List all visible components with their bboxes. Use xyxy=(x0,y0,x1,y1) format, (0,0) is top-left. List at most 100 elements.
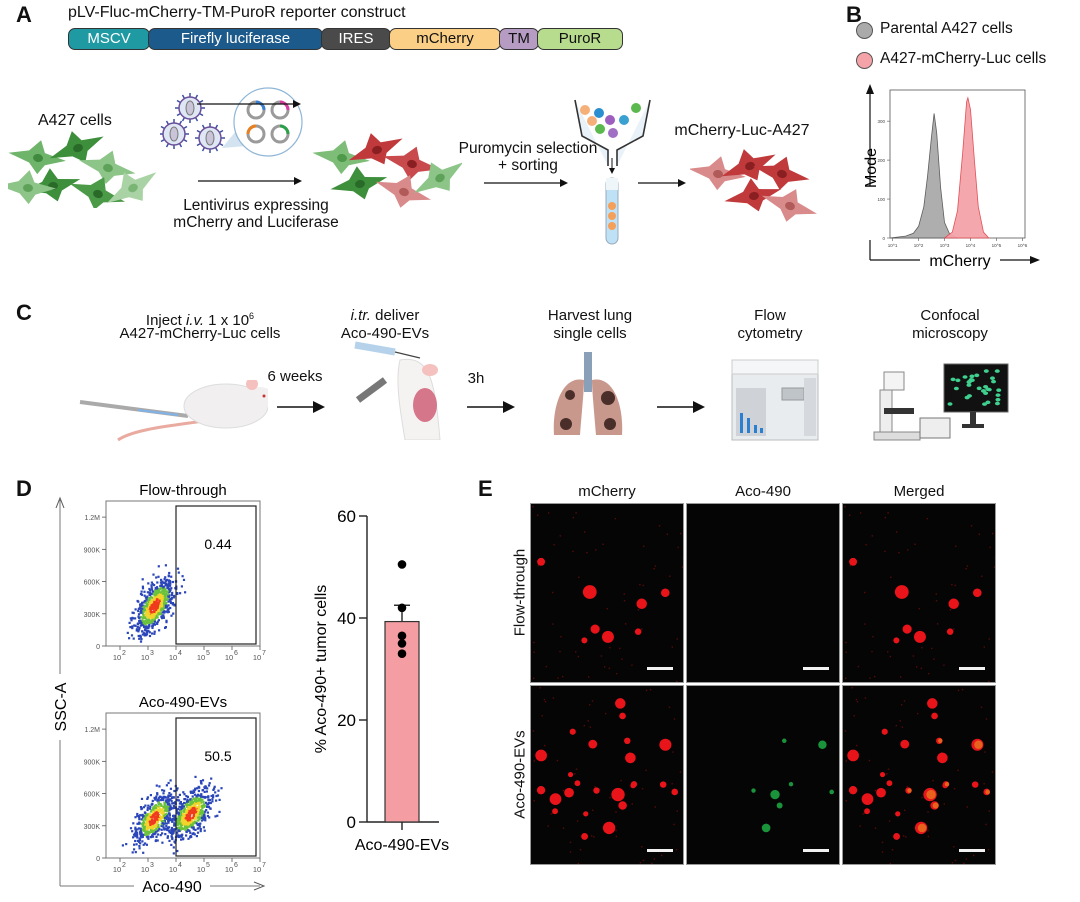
flow-event xyxy=(145,820,148,823)
flow-event xyxy=(128,621,131,624)
speck xyxy=(579,849,582,851)
flow-event xyxy=(134,624,137,627)
flow-event xyxy=(182,837,185,840)
flow-event xyxy=(150,808,153,811)
flow-event xyxy=(140,832,143,835)
flow-event xyxy=(153,604,156,607)
transduction-arrow xyxy=(197,100,301,108)
x-tick-base: 10 xyxy=(253,865,261,874)
flow-event xyxy=(146,621,149,624)
flow-event xyxy=(142,822,145,825)
flow-event xyxy=(185,834,188,837)
speck xyxy=(899,720,902,722)
flow-event xyxy=(197,809,200,812)
flow-event xyxy=(206,814,209,818)
flow-event xyxy=(155,784,158,787)
mcherry-cell xyxy=(893,832,901,840)
flow-event xyxy=(165,817,168,820)
mcherry-cell xyxy=(581,637,588,644)
flow-event xyxy=(155,614,158,617)
flow-event xyxy=(157,829,160,832)
flow-event xyxy=(182,810,185,813)
flow-event xyxy=(161,789,164,792)
flow-event xyxy=(160,593,163,597)
flow-event xyxy=(163,588,166,591)
flow-event xyxy=(138,626,141,629)
monitor-cell xyxy=(995,397,1001,402)
speck xyxy=(587,676,590,678)
flow-event xyxy=(138,837,141,840)
flow-event xyxy=(210,777,213,780)
flow-event xyxy=(190,808,193,811)
flow-event xyxy=(194,820,197,823)
flow-event xyxy=(156,805,159,808)
flow-event xyxy=(173,594,176,597)
flow-event xyxy=(159,818,162,821)
mcherry-cell xyxy=(611,787,625,802)
flow-event xyxy=(165,619,168,622)
y-tick-label: 300K xyxy=(84,824,101,831)
mcherry-cell xyxy=(946,628,954,635)
flow-event xyxy=(154,817,157,820)
flow-event xyxy=(200,816,204,819)
flow-event xyxy=(150,813,153,816)
flow-event xyxy=(140,797,144,800)
flow-event xyxy=(154,598,157,601)
flow-event xyxy=(156,793,159,796)
flow-event xyxy=(192,814,195,818)
flow-event xyxy=(133,834,136,837)
speck xyxy=(864,697,867,699)
flow-event xyxy=(157,802,160,805)
monitor-cell xyxy=(991,379,997,384)
flow-event xyxy=(150,596,153,599)
flow-event xyxy=(183,816,186,819)
flow-event xyxy=(196,800,199,803)
speck xyxy=(981,575,983,577)
row-label-flow-through: Flow-through xyxy=(511,548,529,637)
flow-event xyxy=(142,601,145,604)
flow-event xyxy=(164,626,167,629)
flow-event xyxy=(150,616,153,619)
flow-event xyxy=(140,638,143,641)
speck xyxy=(916,712,919,715)
flow-event xyxy=(167,803,170,806)
flow-event xyxy=(171,830,174,833)
flow-event xyxy=(151,803,154,806)
confocal-image-aco-490-evs-mcherry xyxy=(530,685,684,865)
speck xyxy=(887,512,889,514)
flow-event xyxy=(198,825,201,828)
speck xyxy=(961,688,964,691)
dose-text: 1 x 10 xyxy=(204,312,250,329)
flow-event xyxy=(164,599,167,602)
flow-event xyxy=(186,811,189,815)
speck xyxy=(965,858,968,860)
aco490-signal xyxy=(776,802,783,809)
flow-event xyxy=(144,842,147,845)
flow-event xyxy=(213,785,216,788)
flow-event xyxy=(183,807,186,810)
speck xyxy=(899,676,902,678)
flow-event xyxy=(174,815,177,818)
flow-event xyxy=(142,613,145,616)
aco490-axis-label: Aco-490 xyxy=(142,879,202,896)
flow-event xyxy=(183,808,186,811)
flow-event xyxy=(155,599,158,602)
flow-event xyxy=(156,825,160,829)
flow-event xyxy=(146,622,149,625)
mcherry-cell xyxy=(881,728,888,735)
flow-event xyxy=(161,811,164,814)
flow-event xyxy=(160,808,163,811)
flow-event xyxy=(191,807,194,810)
flow-event xyxy=(189,813,192,816)
flow-event xyxy=(141,587,145,590)
flow-event xyxy=(149,610,152,613)
flow-event xyxy=(183,793,186,796)
bar-y-tick-label: 60 xyxy=(337,507,356,526)
flow-event xyxy=(182,578,186,581)
flow-event xyxy=(159,604,162,607)
flow-event xyxy=(182,822,185,825)
flow-event xyxy=(161,832,164,835)
confocal-image-aco-490-evs-merged xyxy=(842,685,996,865)
flow-event xyxy=(161,597,164,600)
speck xyxy=(679,771,682,773)
